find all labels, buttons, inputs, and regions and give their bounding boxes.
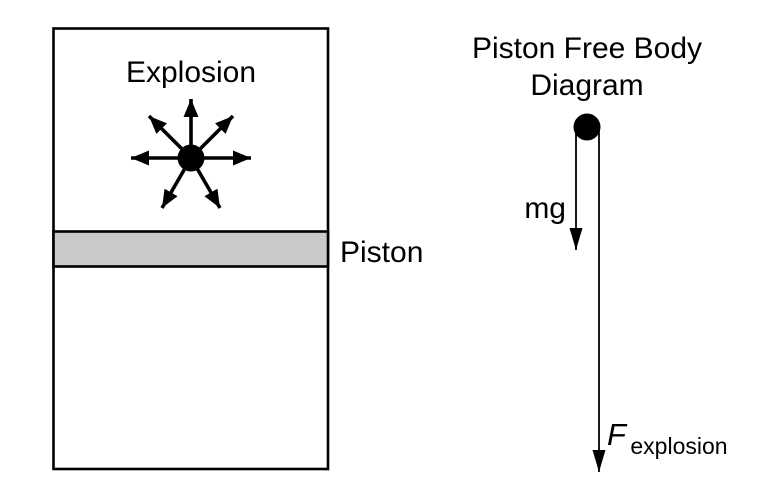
explosion-force-label: F explosion [607, 417, 728, 459]
explosion-force-subscript: explosion [630, 433, 727, 459]
free-body-diagram-group: Piston Free Body Diagram mg F explosion [472, 32, 728, 472]
piston-label: Piston [340, 236, 423, 269]
explosion-center-dot [177, 144, 205, 172]
explosion-force-symbol: F [607, 417, 628, 452]
fbd-title-line2: Diagram [530, 69, 643, 102]
explosion-label: Explosion [126, 56, 256, 89]
fbd-title-line1: Piston Free Body [472, 32, 702, 65]
fbd-particle-dot [573, 113, 601, 141]
cylinder-group: Explosion Piston [52, 27, 423, 471]
mg-label: mg [524, 192, 566, 225]
piston-band [52, 230, 330, 268]
